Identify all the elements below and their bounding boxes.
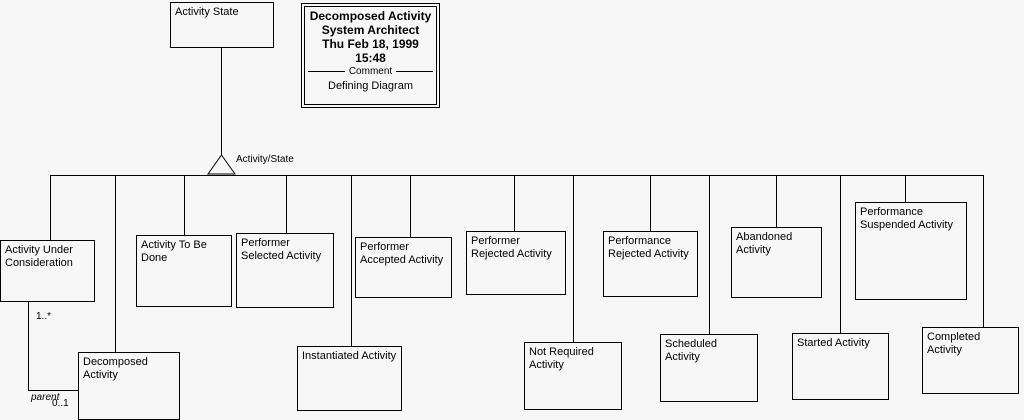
class-box-completed-activity[interactable]: Completed Activity xyxy=(922,327,1019,394)
class-name-label: Performer Rejected Activity xyxy=(471,235,552,260)
class-name-label: Started Activity xyxy=(797,337,870,349)
divider-line-left xyxy=(308,71,345,72)
association-target-multiplicity-label: 0..1 xyxy=(52,398,69,409)
class-box-performance-rejected-activity[interactable]: Performance Rejected Activity xyxy=(603,231,698,297)
connector-abandoned-activity xyxy=(776,175,777,228)
class-name-label: Performance Suspended Activity xyxy=(860,206,953,231)
diagram-title-block-inner: Decomposed Activity System Architect Thu… xyxy=(304,6,437,105)
association-line-vertical xyxy=(28,302,29,390)
class-box-activity-state[interactable]: Activity State xyxy=(170,2,274,48)
class-box-performer-selected-activity[interactable]: Performer Selected Activity xyxy=(236,233,334,308)
diagram-title-block[interactable]: Decomposed Activity System Architect Thu… xyxy=(301,3,440,108)
class-name-label: Decomposed Activity xyxy=(83,356,148,381)
association-line-horizontal xyxy=(28,390,79,391)
connector-performer-selected-activity xyxy=(286,175,287,234)
class-name-label: Completed Activity xyxy=(927,331,981,356)
class-name-label: Activity To Be Done xyxy=(141,239,207,264)
connector-activity-under-consideration xyxy=(50,175,51,241)
divider-line-right xyxy=(396,71,434,72)
generalization-discriminator-label: Activity/State xyxy=(236,154,294,165)
class-name-label: Activity State xyxy=(175,6,239,18)
class-name-label: Abandoned Activity xyxy=(736,231,793,256)
connector-performer-rejected-activity xyxy=(514,175,515,232)
generalization-triangle-icon xyxy=(207,154,236,175)
class-box-started-activity[interactable]: Started Activity xyxy=(792,333,889,400)
connector-performance-rejected-activity xyxy=(650,175,651,232)
connector-not-required-activity xyxy=(573,175,574,343)
association-role-label: parent xyxy=(31,392,60,403)
connector-performer-accepted-activity xyxy=(410,175,411,238)
connector-performance-suspended-activity xyxy=(905,175,906,203)
class-name-label: Performance Rejected Activity xyxy=(608,235,689,260)
association-source-multiplicity-label: 1..* xyxy=(36,311,52,322)
connector-started-activity xyxy=(840,175,841,334)
class-name-label: Not Required Activity xyxy=(529,346,594,371)
class-box-instantiated-activity[interactable]: Instantiated Activity xyxy=(297,346,402,411)
class-box-scheduled-activity[interactable]: Scheduled Activity xyxy=(660,334,758,402)
class-box-decomposed-activity[interactable]: Decomposed Activity xyxy=(78,352,180,420)
generalization-stem xyxy=(221,48,222,155)
class-box-performer-accepted-activity[interactable]: Performer Accepted Activity xyxy=(355,237,452,298)
class-box-performance-suspended-activity[interactable]: Performance Suspended Activity xyxy=(855,202,967,300)
diagram-title-heading: Decomposed Activity System Architect Thu… xyxy=(309,9,432,65)
connector-decomposed-activity xyxy=(115,175,116,352)
class-box-activity-to-be-done[interactable]: Activity To Be Done xyxy=(136,235,232,307)
class-box-abandoned-activity[interactable]: Abandoned Activity xyxy=(731,227,822,298)
class-name-label: Instantiated Activity xyxy=(302,350,397,362)
connector-scheduled-activity xyxy=(709,175,710,335)
class-name-label: Activity Under Consideration xyxy=(5,244,73,269)
connector-completed-activity xyxy=(983,175,984,328)
generalization-bus-line xyxy=(50,175,984,176)
connector-activity-to-be-done xyxy=(184,175,185,236)
diagram-comment-text: Defining Diagram xyxy=(328,80,413,92)
connector-instantiated-activity xyxy=(351,175,352,347)
comment-section-label: Comment xyxy=(348,66,393,77)
class-box-not-required-activity[interactable]: Not Required Activity xyxy=(524,342,622,410)
class-name-label: Scheduled Activity xyxy=(665,338,717,363)
class-name-label: Performer Selected Activity xyxy=(241,237,322,262)
class-box-performer-rejected-activity[interactable]: Performer Rejected Activity xyxy=(466,231,566,295)
class-box-activity-under-consideration[interactable]: Activity Under Consideration xyxy=(0,240,95,302)
comment-section-divider: Comment xyxy=(308,66,434,77)
class-name-label: Performer Accepted Activity xyxy=(360,241,444,266)
